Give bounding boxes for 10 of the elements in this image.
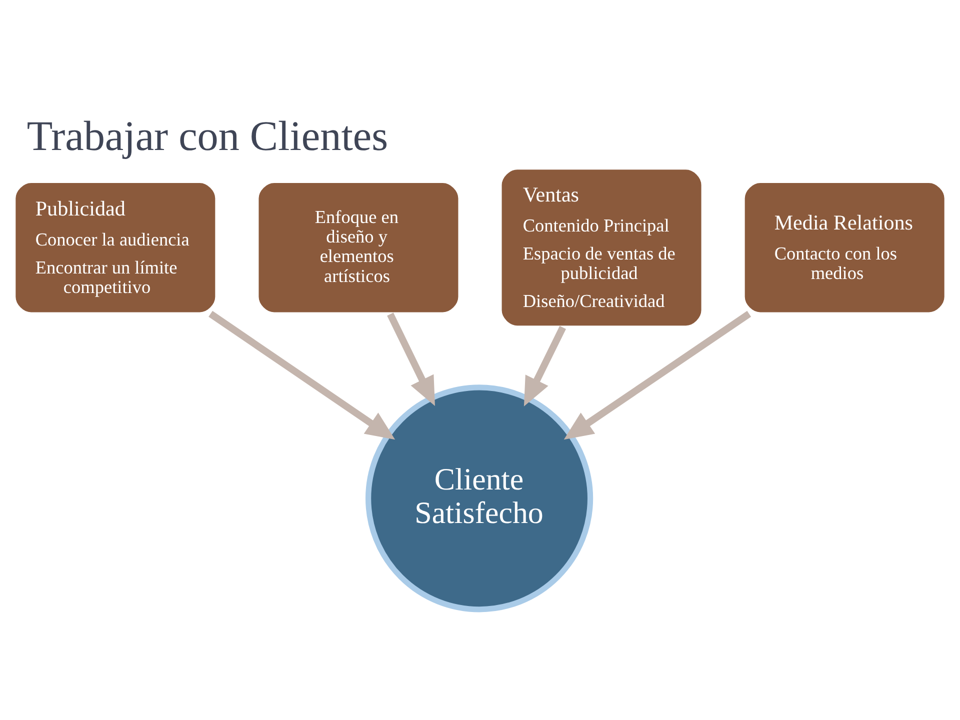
node-circle: Cliente Satisfecho	[366, 384, 594, 612]
node-box: Ventas Contenido Principal Espacio de ventas de publicidad Diseño/Creatividad	[498, 166, 704, 328]
arrow	[208, 310, 396, 440]
node-box: Publicidad Conocer la audiencia Encontrar un límite competitivo	[12, 180, 218, 316]
arrow	[564, 310, 752, 440]
diagram-title: Trabajar con Clientes	[26, 112, 388, 160]
node-box: Enfoque en diseño y elementos artísticos	[256, 180, 462, 316]
arrow	[524, 326, 566, 406]
arrow	[387, 312, 435, 406]
node-box: Media Relations Contacto con los medios	[742, 180, 948, 316]
